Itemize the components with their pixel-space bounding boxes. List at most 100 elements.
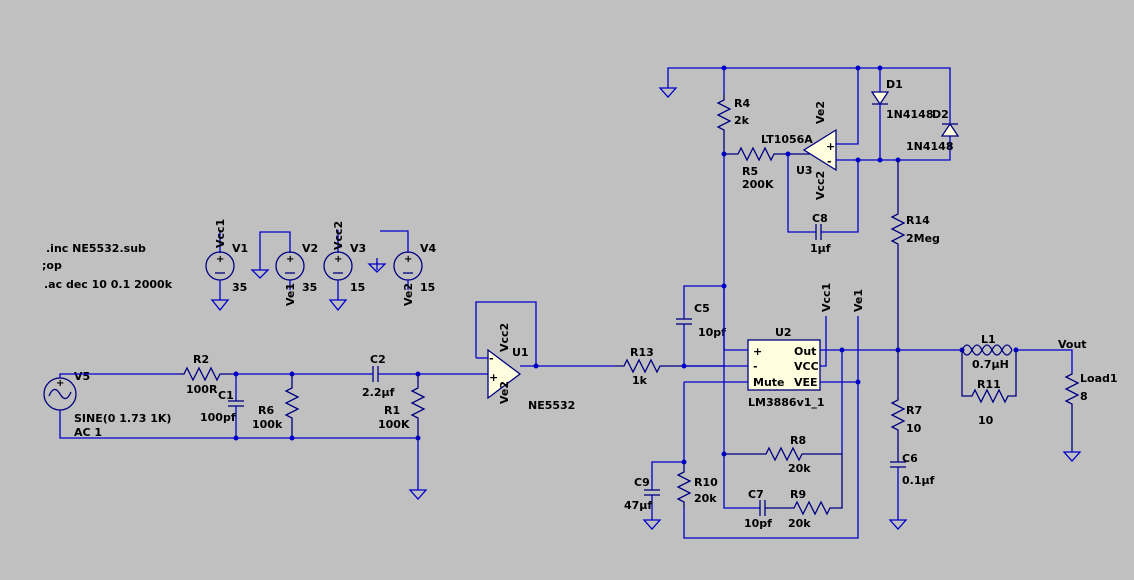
c6-ref: C6: [902, 452, 918, 465]
u1-plus-sign: +: [489, 371, 498, 384]
ground-load: [1062, 451, 1082, 462]
source-v4[interactable]: + V4 15 Ve2: [367, 230, 437, 306]
capacitor-c8[interactable]: C8 1µf: [787, 154, 859, 255]
v3-net-label: Vcc2: [332, 221, 345, 250]
source-v2[interactable]: + V2 35 Ve1: [250, 231, 318, 306]
net-label-ve1: Ve1: [852, 289, 865, 312]
resistor-r11[interactable]: R11 10: [961, 350, 1017, 427]
resistor-r13[interactable]: R13 1k: [614, 346, 724, 387]
resistor-r8[interactable]: R8 20k: [724, 434, 842, 475]
d2-ref: D2: [932, 108, 949, 121]
v3-ref: V3: [350, 242, 366, 255]
r2-value: 100R: [186, 383, 218, 396]
r1-ref: R1: [384, 404, 400, 417]
u3-ref: U3: [796, 164, 813, 177]
v3-plus-sign: +: [334, 254, 342, 265]
wire-v5-r2: [59, 373, 180, 378]
resistor-load1[interactable]: Load1 8: [1064, 372, 1118, 452]
u1-ref: U1: [512, 346, 529, 359]
resistor-r9[interactable]: R9 20k: [765, 454, 843, 530]
resistor-r1[interactable]: R1 100K: [378, 374, 426, 438]
c2-value: 2.2µf: [362, 386, 395, 399]
v2-ref: V2: [302, 242, 318, 255]
v3-value: 15: [350, 281, 365, 294]
d1-ref: D1: [886, 78, 903, 91]
capacitor-c7[interactable]: C7 10pf: [744, 488, 772, 530]
diode-d1[interactable]: D1 1N4148: [870, 68, 933, 160]
r9-ref: R9: [790, 488, 806, 501]
d2-value: 1N4148: [906, 140, 953, 153]
l1-value: 0.7µH: [972, 358, 1009, 371]
u2-model: LM3886v1_1: [748, 396, 825, 409]
v4-plus-sign: +: [404, 254, 412, 265]
ground-input: [408, 489, 428, 500]
r9-value: 20k: [788, 517, 811, 530]
u2-pin-plus: +: [753, 345, 762, 358]
r7-value: 10: [906, 422, 922, 435]
source-v1[interactable]: + V1 35 Vcc1: [205, 219, 248, 312]
v5-sine-value: SINE(0 1.73 1K): [74, 412, 171, 425]
u1-vcc2-label: Vcc2: [498, 323, 511, 352]
opamp-u1[interactable]: - + U1 NE5532 Vcc2 Ve2: [487, 323, 575, 412]
c1-ref: C1: [218, 389, 234, 402]
v5-ac-value: AC 1: [74, 426, 102, 439]
v4-net-label: Ve2: [402, 283, 415, 306]
r4-ref: R4: [734, 97, 750, 110]
u2-pin-out: Out: [794, 345, 816, 358]
u3-ve2-label: Ve2: [814, 101, 827, 124]
v2-value: 35: [302, 281, 317, 294]
resistor-r6[interactable]: R6 100k: [252, 374, 300, 438]
c6-value: 0.1µf: [902, 474, 935, 487]
capacitor-c6[interactable]: C6 0.1µf: [888, 452, 935, 530]
inductor-l1[interactable]: L1 0.7µH: [961, 333, 1013, 371]
r6-ref: R6: [258, 404, 274, 417]
resistor-r2[interactable]: R2 100R: [180, 353, 236, 396]
r13-value: 1k: [632, 374, 648, 387]
source-v3[interactable]: + V3 15 Vcc2: [323, 221, 366, 312]
u2-pin-mute: Mute: [753, 376, 785, 389]
wire-input-ground: [59, 410, 418, 439]
r7-ref: R7: [906, 404, 922, 417]
capacitor-c9[interactable]: C9 47µf: [624, 461, 684, 530]
diode-d2[interactable]: D2 1N4148: [906, 108, 960, 153]
r10-value: 20k: [694, 492, 717, 505]
amplifier-u2[interactable]: U2 + - Mute Out VCC VEE LM3886v1_1: [747, 326, 825, 409]
c7-value: 10pf: [744, 517, 772, 530]
resistor-r5[interactable]: R5 200K: [724, 146, 818, 191]
r2-ref: R2: [193, 353, 209, 366]
c8-ref: C8: [812, 212, 828, 225]
v1-plus-sign: +: [216, 254, 224, 265]
c9-value: 47µf: [624, 499, 652, 512]
r14-ref: R14: [906, 214, 930, 227]
resistor-r14[interactable]: R14 2Meg: [890, 160, 940, 350]
v5-ref: V5: [74, 370, 90, 383]
u2-pin-vee: VEE: [794, 376, 818, 389]
u2-ref: U2: [775, 326, 792, 339]
resistor-r7[interactable]: R7 10: [890, 350, 922, 462]
r1-value: 100K: [378, 418, 410, 431]
r5-value: 200K: [742, 178, 774, 191]
r11-value: 10: [978, 414, 994, 427]
source-v5[interactable]: + V5 SINE(0 1.73 1K) AC 1: [43, 370, 171, 439]
resistor-r4[interactable]: R4 2k: [716, 94, 750, 154]
r11-ref: R11: [977, 378, 1001, 391]
capacitor-c1[interactable]: C1 100pf: [200, 374, 244, 438]
u3-vcc2-label: Vcc2: [814, 171, 827, 200]
c5-value: 10pf: [698, 326, 726, 339]
l1-ref: L1: [981, 333, 996, 346]
v4-value: 15: [420, 281, 435, 294]
capacitor-c5[interactable]: C5 10pf: [676, 285, 726, 366]
opamp-u3[interactable]: + - LT1056A U3 Ve2 Vcc2: [761, 101, 837, 200]
net-label-vcc1: Vcc1: [820, 283, 833, 312]
capacitor-c2[interactable]: C2 2.2µf: [362, 353, 395, 399]
directive-include: .inc NE5532.sub: [46, 242, 146, 255]
v4-ref: V4: [420, 242, 437, 255]
resistor-r10[interactable]: R10 20k: [676, 462, 718, 508]
net-label-vout: Vout: [1058, 338, 1087, 351]
c2-ref: C2: [370, 353, 386, 366]
u3-model: LT1056A: [761, 133, 813, 146]
directive-ac: .ac dec 10 0.1 2000k: [44, 278, 173, 291]
ground-top: [658, 87, 678, 98]
v2-net-label: Ve1: [284, 283, 297, 306]
